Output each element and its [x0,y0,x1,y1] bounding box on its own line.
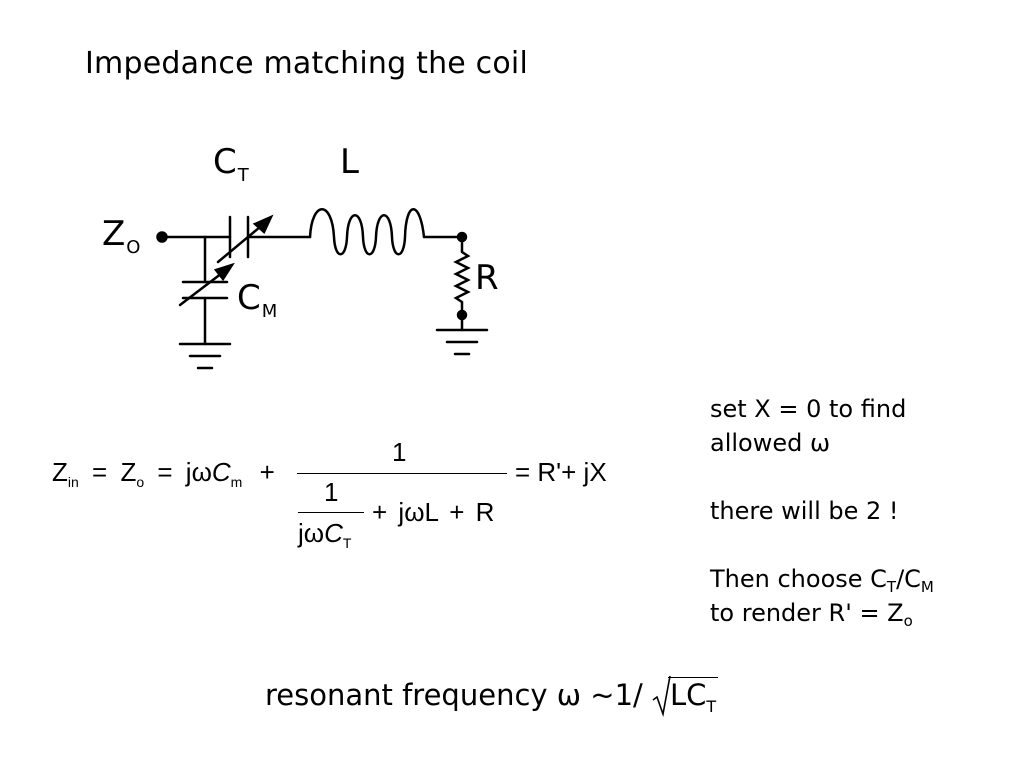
inductor-coil [308,208,426,256]
eq-denominator-rest: + jωL + R [372,497,495,527]
circuit-diagram [156,208,489,370]
eq-numerator-one: 1 [392,437,407,467]
zo-label: ZO [102,214,141,258]
sqrt-expression: LCT [652,675,719,718]
ct-label: CT [213,142,249,186]
note-line-5: to render R' = Zo [710,599,913,630]
note-line-1: set X = 0 to find [710,395,907,423]
inductor-label: L [340,142,359,182]
eq-main-fraction-bar [297,473,507,474]
eq-rhs: = R'+ jX [515,457,607,487]
ct-variable-arrow [216,220,268,264]
resistor-label: R [475,258,499,298]
note-line-4: Then choose CT/CM [710,565,934,596]
ct-arrow-head [252,214,274,235]
resistor-zigzag [453,235,471,317]
eq-inner-fraction-bar [298,512,364,513]
eq-lhs: Zin = Zo = jωCm + [52,457,275,490]
cm-arrow-head [213,262,235,282]
resonant-frequency: resonant frequency ω ~1/ LCT [265,675,719,718]
note-line-3: there will be 2 ! [710,497,899,525]
sqrt-radicand: LCT [668,677,719,716]
note-line-2: allowed ω [710,429,831,457]
cm-label: CM [237,278,278,322]
sqrt-sign-icon [652,675,671,718]
eq-inner-numerator-one: 1 [324,477,339,507]
cm-variable-arrow [178,268,228,307]
page-title: Impedance matching the coil [85,46,528,81]
eq-inner-denominator: jωCT [298,518,352,551]
